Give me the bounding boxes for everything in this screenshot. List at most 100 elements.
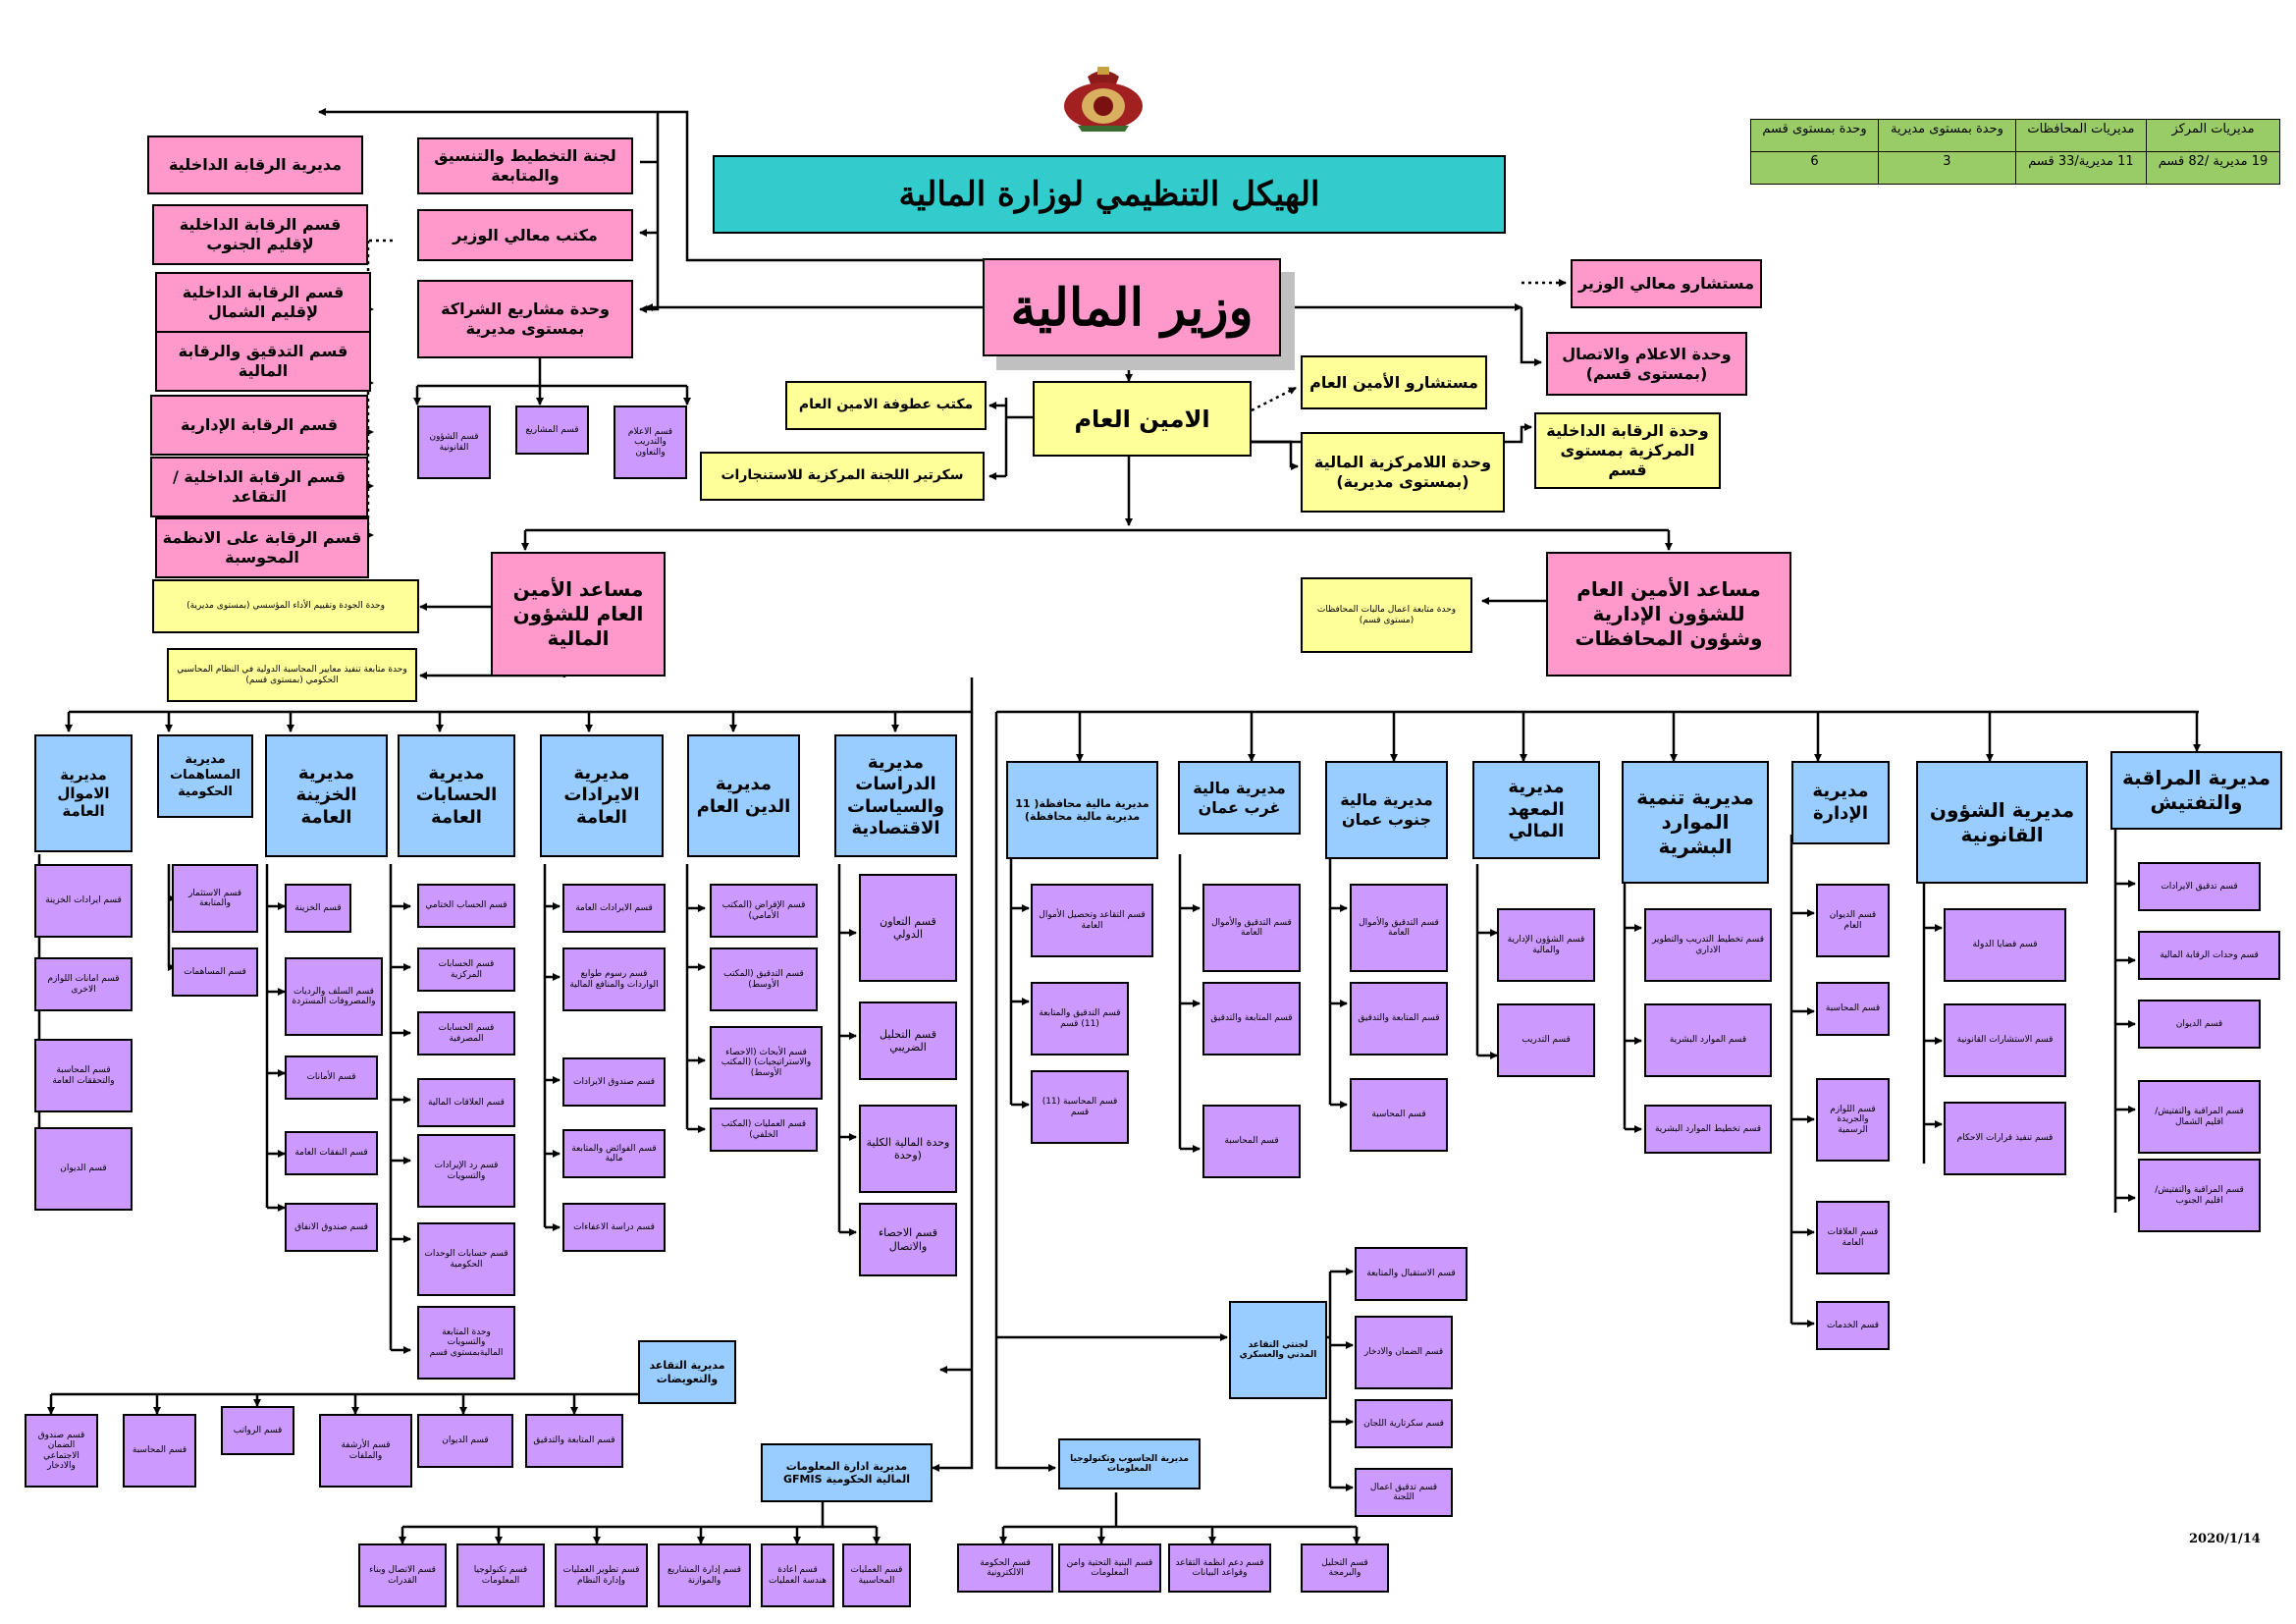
section-box[interactable]: قسم العلاقات العامة — [1816, 1201, 1890, 1274]
section-box[interactable]: قسم الديوان — [417, 1414, 513, 1468]
directorate-administration[interactable]: مديرية الإدارة — [1791, 761, 1890, 844]
section-box[interactable]: قسم التدريب — [1497, 1003, 1595, 1077]
section-box[interactable]: قسم الأرشفة والملفات — [319, 1414, 412, 1488]
section-box[interactable]: قسم الضمان والادخار — [1355, 1316, 1453, 1389]
internal-audit-directorate[interactable]: مديرية الرقابة الداخلية — [147, 135, 363, 194]
directorate-governorates[interactable]: مديرية مالية محافظة( 11 مديرية مالية محا… — [1006, 761, 1158, 859]
section-box[interactable]: قسم التعاون الدولي — [859, 874, 957, 982]
directorate-economic-studies[interactable]: مديرية الدراسات والسياسات الاقتصادية — [834, 734, 957, 857]
directorate-financial-institute[interactable]: مديرية المعهد المالي — [1472, 761, 1600, 859]
partnership-section[interactable]: قسم المشاريع — [515, 406, 589, 455]
section-box[interactable]: قسم صندوق الايرادات — [562, 1057, 666, 1107]
section-box[interactable]: قسم العلاقات المالية — [417, 1078, 515, 1127]
section-box[interactable]: قسم المحاسبة — [1816, 982, 1890, 1036]
section-box[interactable]: قسم الرواتب — [221, 1406, 294, 1455]
section-box[interactable]: قسم الشؤون الإدارية والمالية — [1497, 908, 1595, 982]
section-box[interactable]: قسم رسوم طوابع الواردات والمنافع المالية — [562, 947, 666, 1011]
section-box[interactable]: قسم المحاسبة — [1202, 1105, 1301, 1178]
section-box[interactable]: قسم دعم انظمة التقاعد وقواعد البيانات — [1168, 1543, 1271, 1593]
directorate-gfmis[interactable]: مديرية ادارة المعلومات المالية الحكومية … — [761, 1443, 933, 1502]
section-box[interactable]: قسم المتابعة والتدقيق — [1350, 982, 1448, 1056]
section-box[interactable]: قسم تدقيق اعمال اللجنة — [1355, 1468, 1453, 1517]
directorate-hr-development[interactable]: مديرية تنمية الموارد البشرية — [1622, 761, 1769, 884]
decentral-unit-box[interactable]: وحدة اللامركزية المالية (بمستوى مديرية) — [1301, 432, 1505, 513]
ipsas-unit-box[interactable]: وحدة متابعة تنفيذ معايير المحاسبة الدولي… — [167, 648, 417, 702]
section-box[interactable]: قسم الموارد البشرية — [1644, 1003, 1772, 1077]
section-box[interactable]: قسم التدقيق والأموال العامة — [1350, 884, 1448, 972]
section-box[interactable]: قسم حسابات الوحدات الحكومية — [417, 1222, 515, 1296]
section-box[interactable]: وحدة المتابعة والتسويات الماليةبمستوى قس… — [417, 1306, 515, 1380]
sg-advisor-box[interactable]: مستشارو الأمين العام — [1301, 355, 1487, 409]
section-box[interactable]: قسم الحسابات المصرفية — [417, 1011, 515, 1056]
section-box[interactable]: قسم المراقبة والتفتيش/ اقليم الجنوب — [2138, 1159, 2261, 1232]
section-box[interactable]: قسم السلف والرديات والمصروفات المستردة — [285, 957, 383, 1036]
section-box[interactable]: قسم التحليل والبرمجة — [1301, 1543, 1389, 1593]
section-box[interactable]: قسم الاحصاء والاتصال — [859, 1203, 957, 1276]
section-box[interactable]: قسم الخزينة — [285, 884, 351, 933]
financial-assistant-box[interactable]: مساعد الأمين العام للشؤون المالية — [491, 552, 666, 677]
section-box[interactable]: قسم تطوير العمليات وإدارة النظام — [555, 1543, 648, 1607]
advisors-box[interactable]: مستشارو معالي الوزير — [1571, 259, 1762, 308]
section-box[interactable]: قسم تخطيط الموارد البشرية — [1644, 1105, 1772, 1154]
section-box[interactable]: قسم المحاسبة والتحققات العامة — [34, 1039, 133, 1112]
section-box[interactable]: قسم الاستقبال والمتابعة — [1355, 1247, 1468, 1301]
section-box[interactable]: قسم الحكومة الالكترونية — [957, 1543, 1053, 1593]
internal-audit-section[interactable]: قسم الرقابة الداخلية لإقليم الجنوب — [152, 204, 368, 265]
directorate-it[interactable]: مديرية الحاسوب وتكنولوجيا المعلومات — [1058, 1438, 1201, 1489]
retirement-committees-box[interactable]: لجنتي التقاعد المدني والعسكري — [1229, 1301, 1327, 1399]
internal-audit-section[interactable]: قسم الرقابة الداخلية / التقاعد — [150, 457, 368, 517]
internal-audit-section[interactable]: قسم الرقابة الإدارية — [150, 395, 368, 456]
section-box[interactable]: قسم وحدات الرقابة المالية — [2138, 931, 2280, 980]
minister-office-box[interactable]: مكتب معالي الوزير — [417, 209, 633, 261]
partnership-unit-box[interactable]: وحدة مشاريع الشراكة بمستوى مديرية — [417, 280, 633, 358]
section-box[interactable]: قسم الاستشارات القانونية — [1944, 1003, 2066, 1077]
section-box[interactable]: قسم تخطيط التدريب والتطوير الاداري — [1644, 908, 1772, 982]
section-box[interactable]: قسم الديوان — [2138, 1000, 2261, 1049]
section-box[interactable]: قسم اللوازم والجريدة الرسمية — [1816, 1078, 1890, 1162]
directorate-public-accounts[interactable]: مديرية الحسابات العامة — [398, 734, 515, 857]
admin-assistant-box[interactable]: مساعد الأمين العام للشؤون الإدارية وشؤون… — [1546, 552, 1791, 677]
section-box[interactable]: قسم الحساب الختامي — [417, 884, 515, 928]
section-box[interactable]: قسم التقاعد وتحصيل الأموال العامة — [1031, 884, 1153, 957]
section-box[interactable]: قسم صندوق الضمان الاجتماعي والادخار — [25, 1414, 98, 1488]
section-box[interactable]: قسم الأمانات — [285, 1056, 378, 1100]
section-box[interactable]: قسم الديوان — [34, 1127, 133, 1211]
section-box[interactable]: قسم المراقبة والتفتيش/ اقليم الشمال — [2138, 1080, 2261, 1154]
directorate-public-funds[interactable]: مديرية الاموال العامة — [34, 734, 133, 852]
section-box[interactable]: قسم رد الإيرادات والتسويات — [417, 1134, 515, 1208]
minister-box[interactable]: وزير المالية — [983, 258, 1281, 356]
internal-audit-section[interactable]: قسم التدقيق والرقابة المالية — [155, 331, 371, 392]
section-box[interactable]: قسم التدقيق والأموال العامة — [1202, 884, 1301, 972]
section-box[interactable]: قسم الفوائض والمتابعة مالية — [562, 1129, 666, 1178]
directorate-public-debt[interactable]: مديرية الدين العام — [687, 734, 800, 857]
sg-office-box[interactable]: مكتب عطوفة الامين العام — [785, 381, 987, 430]
section-box[interactable]: قسم الاستثمار والمتابعة — [172, 864, 258, 933]
section-box[interactable]: قسم قضايا الدولة — [1944, 908, 2066, 982]
section-box[interactable]: قسم الاتصال وبناء القدرات — [358, 1543, 447, 1607]
purchasing-secretary-box[interactable]: سكرتير اللجنة المركزية للاستنجارات — [700, 452, 985, 501]
directorate-retirement[interactable]: مديرية التقاعد والتعويضات — [638, 1340, 736, 1404]
section-box[interactable]: قسم المحاسبة — [1350, 1078, 1448, 1152]
section-box[interactable]: قسم الحسابات المركزية — [417, 947, 515, 992]
governorates-unit-box[interactable]: وحدة متابعة اعمال ماليات المحافظات (مستو… — [1301, 577, 1472, 653]
section-box[interactable]: قسم ايرادات الخزينة — [34, 864, 133, 938]
partnership-section[interactable]: قسم الشؤون القانونية — [417, 406, 491, 479]
media-unit-box[interactable]: وحدة الاعلام والاتصال (بمستوى قسم) — [1546, 332, 1747, 396]
quality-unit-box[interactable]: وحدة الجودة وتقييم الأداء المؤسسي (بمستو… — [152, 579, 419, 633]
section-box[interactable]: قسم الخدمات — [1816, 1301, 1890, 1350]
section-box[interactable]: قسم تدقيق الايرادات — [2138, 862, 2261, 911]
directorate-public-revenues[interactable]: مديرية الايرادات العامة — [540, 734, 664, 857]
section-box[interactable]: قسم تنفيذ قرارات الاحكام — [1944, 1102, 2066, 1175]
section-box[interactable]: قسم الأبحاث (الاحصاء والاستراتيجيات) (ال… — [710, 1026, 823, 1100]
directorate-legal[interactable]: مديرية الشؤون القانونية — [1916, 761, 2088, 884]
section-box[interactable]: قسم دراسة الاعفاءات — [562, 1203, 666, 1252]
section-box[interactable]: قسم المحاسبة (11) قسم — [1031, 1070, 1129, 1144]
section-box[interactable]: قسم صندوق الانفاق — [285, 1203, 378, 1252]
secretary-general-box[interactable]: الامين العام — [1033, 381, 1252, 457]
section-box[interactable]: قسم البنية التحتية وامن المعلومات — [1058, 1543, 1161, 1593]
section-box[interactable]: قسم المساهمات — [172, 947, 258, 997]
section-box[interactable]: قسم المتابعة والتدقيق — [525, 1414, 623, 1468]
section-box[interactable]: قسم الإقراض (المكتب الأمامي) — [710, 884, 818, 938]
section-box[interactable]: قسم الديوان العام — [1816, 884, 1890, 957]
directorate-contributions[interactable]: مديرية المساهمات الحكومية — [157, 734, 253, 818]
